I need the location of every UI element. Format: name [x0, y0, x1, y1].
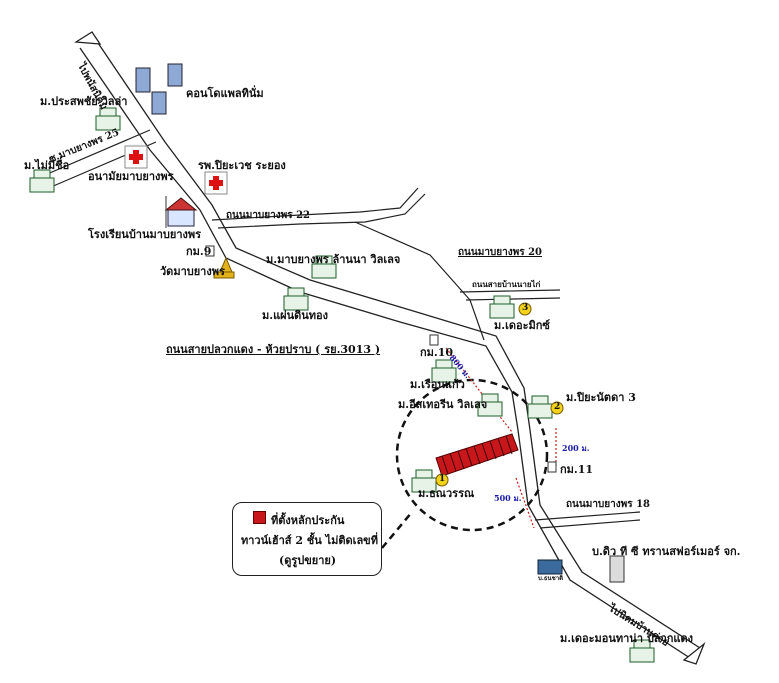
badge-3: 3	[522, 303, 529, 313]
road-arrow-south	[682, 641, 706, 665]
label-montana: ม.เดอะมอนทาน่า ปลวกแดง	[560, 632, 693, 645]
building-icons	[29, 107, 655, 663]
label-condo: คอนโดแพลทินั่ม	[186, 87, 264, 100]
legend-line2: ทาวน์เฮ้าส์ 2 ชั้น ไม่ติดเลขที่	[241, 534, 378, 547]
label-thanawan: ม.ธณวรรณ	[418, 487, 475, 500]
label-prasatchai: ม.ประสพชัย วิลล่า	[40, 95, 128, 108]
road-label-22: ถนนมาบยางพร 22	[226, 210, 310, 221]
hospital-icon	[204, 171, 228, 195]
distance-500: 500 ม.	[494, 493, 522, 503]
temple-icon	[213, 256, 235, 279]
road-label-main: ถนนสายปลวกแดง - ห้วยปราบ ( รย.3013 )	[166, 343, 381, 356]
label-piyanatta: ม.ปิยะนัตดา 3	[566, 391, 636, 404]
label-shop: บ.ธนชาติ	[538, 575, 563, 582]
collateral-plot	[435, 433, 519, 477]
badge-2: 2	[554, 402, 561, 412]
label-estherine: ม.อีสเทอรีน วิลเลจ	[398, 398, 488, 411]
label-maimichue: ม.ไม่มีชื่อ	[24, 159, 70, 172]
label-mix: ม.เดอะมิกซ์	[494, 319, 550, 332]
badge-circles	[435, 302, 564, 487]
badge-1: 1	[439, 474, 446, 484]
condo-icon	[135, 63, 183, 115]
distance-lines	[445, 347, 557, 529]
label-km10: กม.10	[420, 346, 454, 359]
label-cp: บ.ดิว ที ซี ทรานสฟอร์เมอร์ จก.	[592, 545, 741, 558]
label-lanna: ม.มาบยางพร ล้านนา วิลเลจ	[266, 253, 401, 266]
legend-line3: (ดูรูปขยาย)	[279, 554, 337, 567]
shop-icon	[537, 559, 563, 575]
school-icon	[164, 196, 198, 228]
km-post-icons	[205, 245, 557, 473]
road-label-18: ถนนมาบยางพร 18	[566, 499, 650, 510]
main-road	[79, 39, 701, 659]
label-km11: กม.11	[560, 463, 594, 476]
enlarge-circle	[395, 378, 549, 532]
side-roads	[37, 129, 641, 529]
label-ruenkaew: ม.เรือนแก้ว	[410, 378, 465, 391]
legend-box: ที่ตั้งหลักประกัน ทาวน์เฮ้าส์ 2 ชั้น ไม่…	[232, 502, 382, 576]
label-health-center: อนามัยมาบยางพร	[88, 170, 174, 183]
legend-swatch	[253, 511, 266, 524]
road-label-20: ถนนมาบยางพร 20	[458, 247, 542, 258]
health-center-icon	[124, 145, 148, 169]
distance-200: 200 ม.	[562, 443, 590, 453]
tower-icon	[609, 555, 625, 583]
label-km9: กม.9	[186, 245, 212, 258]
label-school: โรงเรียนบ้านมาบยางพร	[88, 228, 202, 241]
label-temple: วัดมาบยางพร	[160, 265, 225, 278]
label-hospital: รพ.ปิยะเวช ระยอง	[198, 159, 286, 172]
label-phaendin: ม.แผ่นดินทอง	[262, 309, 329, 322]
legend-pointer	[381, 511, 413, 549]
legend-line1: ที่ตั้งหลักประกัน	[271, 514, 345, 527]
road-label-nongai: ถนนสายบ้านนายไก่	[472, 279, 541, 289]
road-arrow-north	[73, 31, 102, 45]
